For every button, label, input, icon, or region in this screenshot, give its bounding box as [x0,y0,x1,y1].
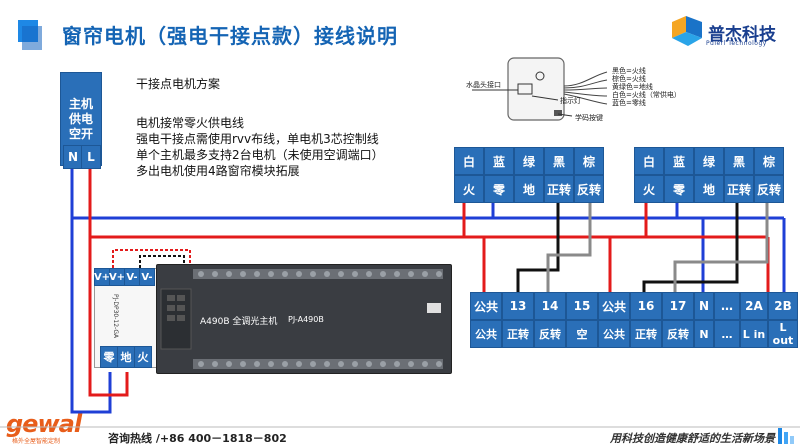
terminal-bottom: 公共 [470,320,502,348]
footer-hotline: 咨询热线 /+86 400－1818－802 [108,430,287,446]
footer-divider [0,426,800,428]
bus-wire-negative [139,255,185,268]
title-accent-icon [18,20,42,50]
live-wire-main [88,167,129,397]
host-code-label: PJ-A490B [288,315,324,324]
terminal-bottom: L out [768,320,798,348]
motor1-function: 零 [484,175,514,203]
terminal-bottom: N [694,320,714,348]
motor1-function: 正转 [544,175,574,203]
terminal-top: 16 [630,292,662,320]
terminal-bottom: 正转 [630,320,662,348]
neutral-wire-main [70,167,112,414]
motor1-function: 地 [514,175,544,203]
motor2-color: 黑 [724,147,754,175]
wire-legend: 黑色=火线 [612,67,646,75]
wire-legend: 黄绿色=地线 [612,83,653,91]
motor2-function: 反转 [754,175,784,203]
slide-bar-icon [778,428,794,444]
hotline-label: 咨询热线 [108,432,152,445]
bus-wire-positive [112,249,191,268]
note-line: 多出电机使用4路窗帘模块拓展 [136,164,300,178]
page-title: 窗帘电机（强电干接点款）接线说明 [62,24,398,48]
terminal-bottom: 正转 [502,320,534,348]
motor2-function: 火 [634,175,664,203]
motor1-color: 黑 [544,147,574,175]
note-line: 强电干接点需使用rvv布线，单电机3芯控制线 [136,132,379,146]
psu-v-plus-terminal: V+ [94,268,110,286]
terminal-bottom: … [714,320,740,348]
host-controller [156,264,452,374]
terminal-bottom: 空 [566,320,598,348]
motor2-color: 绿 [694,147,724,175]
note-line: 电机接常零火供电线 [136,116,245,130]
psu-v-plus-terminal: V+ [109,268,125,286]
terminal-top: 公共 [470,292,502,320]
psu-live-terminal: 火 [134,346,152,368]
motor2-color: 棕 [754,147,784,175]
interface-label: 水晶头接口 [466,81,501,89]
brand-logo-icon [672,16,702,46]
main-breaker-label: 供电 [68,111,93,126]
forward-wire-motor1 [516,203,560,292]
host-terminals-icon [160,269,443,369]
terminal-bottom: 反转 [534,320,566,348]
gewal-tagline: 格外全屋智能定制 [12,438,61,445]
motor1-color: 绿 [514,147,544,175]
terminal-top: N [694,292,714,320]
psu-ground-terminal: 地 [117,346,135,368]
terminal-top: 14 [534,292,566,320]
terminal-top: … [714,292,740,320]
motor-sketch [472,57,608,121]
main-breaker-label: 空开 [68,126,93,141]
psu-v-minus-terminal: V- [139,268,155,286]
forward-wire-motor2 [642,203,739,292]
brand-subname: Puierl Technology [706,40,767,47]
wire-legend: 蓝色=零线 [612,99,646,107]
note-line: 单个主机最多支持2台电机（未使用空调端口） [136,148,384,162]
brand-name: 普杰科技 [708,25,776,45]
motor2-function: 零 [664,175,694,203]
breaker-l-terminal: L [81,145,101,169]
motor2-color: 蓝 [664,147,694,175]
motor1-color: 白 [454,147,484,175]
terminal-bottom: 反转 [662,320,694,348]
motor1-function: 反转 [574,175,604,203]
wire-legend: 白色=火线（常供电） [612,91,681,99]
terminal-top: 15 [566,292,598,320]
terminal-top: 公共 [598,292,630,320]
motor1-color: 棕 [574,147,604,175]
breaker-n-terminal: N [63,145,83,169]
terminal-top: 13 [502,292,534,320]
terminal-top: 2B [768,292,798,320]
psu-model-text: PJ-DP30-12-GA [112,294,119,339]
terminal-bottom: 公共 [598,320,630,348]
indicator-label: 指示灯 [560,97,581,105]
terminal-bottom: L in [740,320,768,348]
psu-neutral-terminal: 零 [100,346,118,368]
wire-legend: 棕色=火线 [612,75,646,83]
motor2-color: 白 [634,147,664,175]
motor2-function: 正转 [724,175,754,203]
terminal-top: 2A [740,292,768,320]
terminal-top: 17 [662,292,694,320]
reverse-wire-motor1 [546,203,592,292]
reverse-wire-motor2 [673,203,769,292]
motor1-function: 火 [454,175,484,203]
notes-heading: 干接点电机方案 [136,77,221,91]
footer-slogan: 用科技创造健康舒适的生活新场景 [610,432,775,445]
motor2-function: 地 [694,175,724,203]
main-breaker-label: 主机 [68,96,93,111]
psu-v-minus-terminal: V- [124,268,140,286]
hotline-number: /+86 400－1818－802 [155,432,287,445]
learn-button-label: 学码按键 [575,114,603,122]
gewal-logo: gewal [6,410,82,438]
motor1-color: 蓝 [484,147,514,175]
host-model-label: A490B 全调光主机 [200,317,278,327]
